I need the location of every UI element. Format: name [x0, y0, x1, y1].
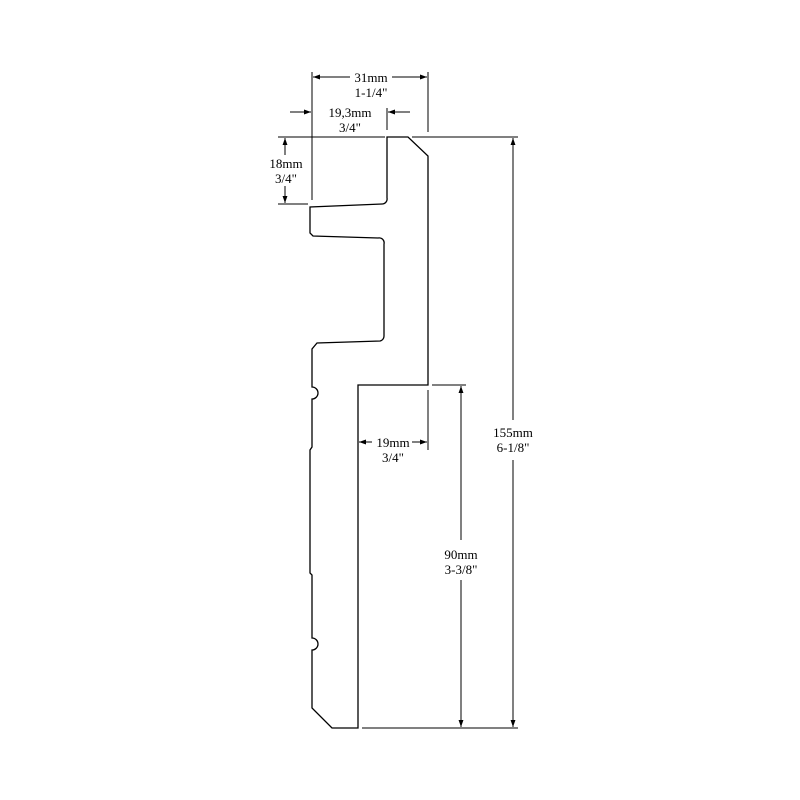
dim-step-depth-mm: 18mm — [269, 156, 302, 171]
dim-overall-width-inch: 1-1/4" — [355, 85, 388, 100]
dim-base-height-inch: 3-3/8" — [445, 562, 478, 577]
dim-step-width-inch: 3/4" — [339, 120, 361, 135]
dim-overall-width-mm: 31mm — [354, 70, 387, 85]
moulding-profile — [309, 136, 429, 729]
dim-step-width-mm: 19,3mm — [329, 105, 372, 120]
dim-overall-height-mm: 155mm — [493, 425, 533, 440]
dim-base-height-mm: 90mm — [444, 547, 477, 562]
dim-base-thickness-inch: 3/4" — [382, 450, 404, 465]
dim-step-depth-inch: 3/4" — [275, 171, 297, 186]
dim-base-thickness-mm: 19mm — [376, 435, 409, 450]
dim-overall-height-inch: 6-1/8" — [497, 440, 530, 455]
